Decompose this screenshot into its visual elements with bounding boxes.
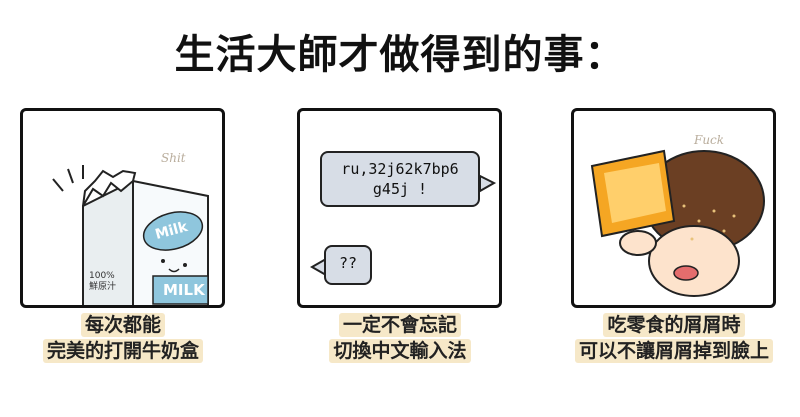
caption-line: 每次都能 <box>80 313 165 337</box>
sfx-text: Shit <box>161 151 186 165</box>
comic-panel-milk: Shit Milk MILK 100% 鮮原汁 <box>20 108 225 308</box>
carton-brand-bottom: MILK <box>163 281 205 299</box>
comic-panel-chips: Fuck <box>571 108 776 308</box>
caption-line: 切換中文輸入法 <box>329 339 471 363</box>
caption-line: 可以不讓屑屑掉到臉上 <box>574 339 773 363</box>
chat-bubble-incoming: ?? <box>324 245 372 285</box>
caption-panel-3: 吃零食的屑屑時 可以不讓屑屑掉到臉上 <box>564 312 784 364</box>
caption-line: 吃零食的屑屑時 <box>603 313 745 337</box>
caption-panel-1: 每次都能 完美的打開牛奶盒 <box>13 312 233 364</box>
chip-bag-illustration <box>590 149 765 297</box>
caption-line: 一定不會忘記 <box>338 313 461 337</box>
caption-panel-2: 一定不會忘記 切換中文輸入法 <box>290 312 510 364</box>
milk-carton-illustration <box>52 165 209 305</box>
sfx-text: Fuck <box>694 133 725 147</box>
caption-line: 完美的打開牛奶盒 <box>42 339 203 363</box>
chat-line: ru,32j62k7bp6 <box>341 160 459 178</box>
chat-bubble-outgoing: ru,32j62k7bp6 g45j ! <box>320 151 480 207</box>
comic-panel-chat: ru,32j62k7bp6 g45j ! ?? <box>297 108 502 308</box>
page-title: 生活大師才做得到的事： <box>174 32 626 78</box>
chat-line: g45j ! <box>372 180 428 198</box>
carton-small-text: 100% 鮮原汁 <box>89 271 117 292</box>
